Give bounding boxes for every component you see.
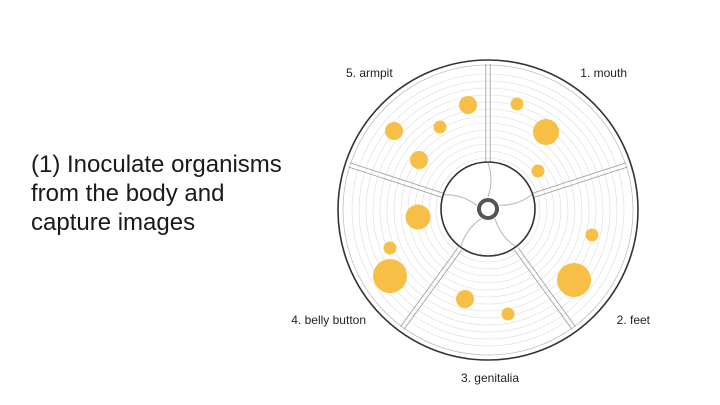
ring-line bbox=[386, 108, 590, 312]
sector-label-genitalia: 3. genitalia bbox=[461, 371, 519, 385]
sector-divider bbox=[403, 249, 462, 330]
center-knob bbox=[477, 198, 499, 220]
sector-divider bbox=[348, 166, 442, 198]
colony bbox=[501, 307, 515, 321]
colony bbox=[557, 263, 591, 297]
plate-outer-rim bbox=[337, 59, 639, 361]
colonies bbox=[373, 96, 599, 321]
sector-divider bbox=[517, 247, 576, 328]
hub-spoke bbox=[494, 218, 516, 247]
colony bbox=[383, 241, 397, 255]
sector-label-belly-button: 4. belly button bbox=[291, 313, 366, 327]
headline-line-2: from the body and bbox=[31, 180, 225, 207]
colony bbox=[373, 259, 407, 293]
slide-headline: (1) Inoculate organisms from the body an… bbox=[31, 150, 311, 237]
hub-spokes bbox=[444, 162, 533, 247]
sector-dividers bbox=[348, 64, 628, 330]
ring-line bbox=[358, 80, 618, 340]
sector-divider bbox=[532, 162, 627, 194]
colony bbox=[433, 120, 447, 134]
hub-spoke bbox=[460, 218, 482, 247]
sector-divider bbox=[534, 166, 628, 198]
sector-divider bbox=[514, 249, 573, 330]
ring-line bbox=[365, 87, 611, 333]
ring-line bbox=[393, 115, 583, 305]
sector-divider bbox=[349, 162, 444, 194]
ring-line bbox=[372, 94, 604, 326]
colony bbox=[405, 204, 431, 230]
colony bbox=[531, 164, 545, 178]
hub-spoke bbox=[487, 162, 492, 198]
sector-label-armpit: 5. armpit bbox=[346, 66, 393, 80]
sector-label-mouth: 1. mouth bbox=[580, 66, 627, 80]
ring-line bbox=[379, 101, 597, 319]
plate-inner-rim bbox=[342, 64, 634, 356]
hub-spoke bbox=[444, 194, 477, 206]
ring-line bbox=[435, 157, 541, 263]
headline-line-3: capture images bbox=[31, 209, 196, 236]
hub-spoke bbox=[499, 194, 533, 206]
colony bbox=[533, 119, 559, 145]
colony bbox=[385, 122, 403, 140]
colony bbox=[585, 228, 599, 242]
concentric-rings bbox=[351, 73, 625, 347]
colony bbox=[459, 96, 477, 114]
ring-line bbox=[400, 122, 576, 298]
ring-line bbox=[351, 73, 625, 347]
ring-line bbox=[428, 150, 548, 270]
headline-line-1: (1) Inoculate organisms bbox=[31, 151, 282, 178]
colony bbox=[456, 290, 474, 308]
sector-divider bbox=[400, 247, 459, 328]
sector-label-feet: 2. feet bbox=[617, 313, 651, 327]
colony bbox=[410, 151, 428, 169]
colony bbox=[510, 97, 524, 111]
